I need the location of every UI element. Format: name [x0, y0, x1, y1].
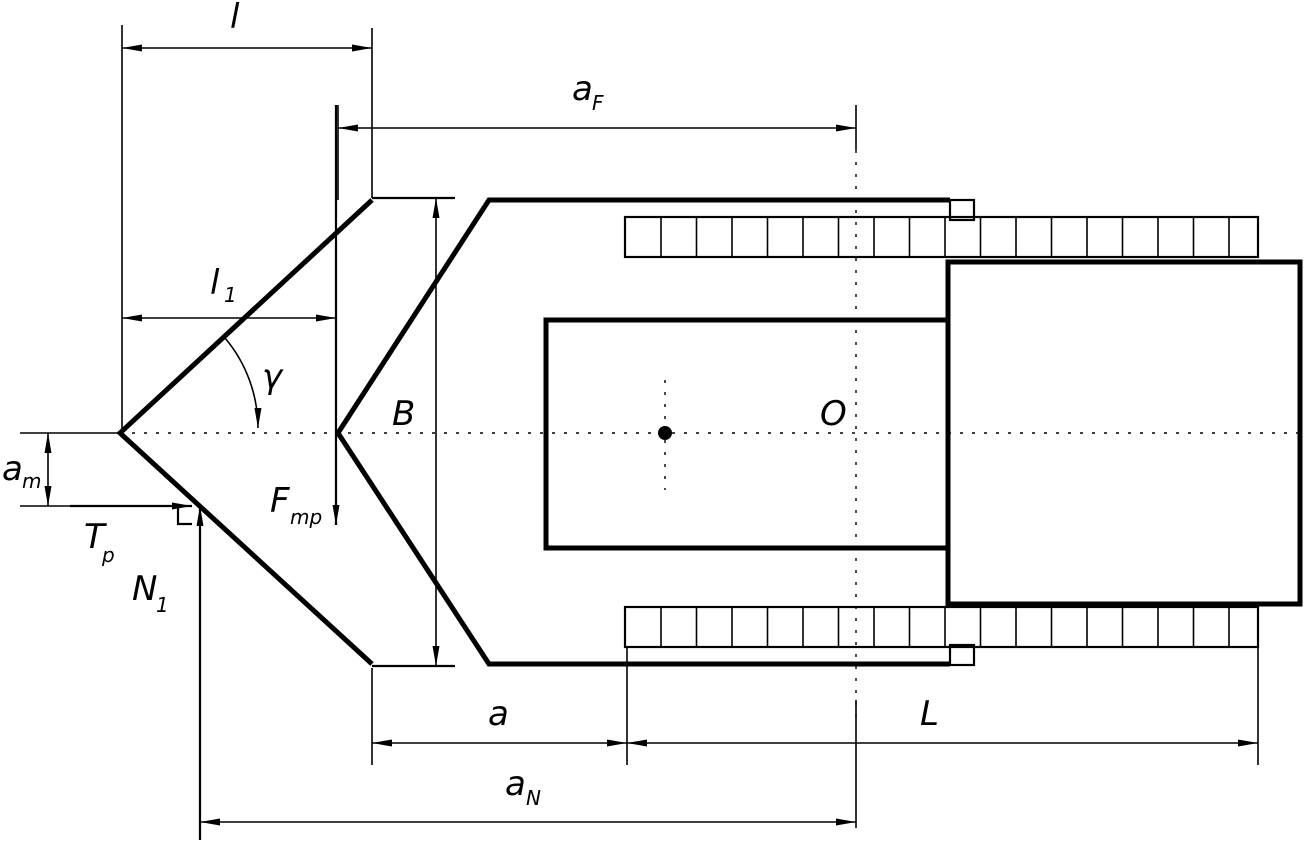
label-tp-subscript: p [101, 543, 115, 567]
label-af-subscript: F [592, 91, 604, 115]
right-angle-mark [176, 508, 192, 526]
label-an-subscript: N [526, 786, 541, 810]
label-a: a [488, 694, 509, 734]
label-af: a [572, 69, 593, 109]
label-L: L [920, 694, 939, 734]
push-frame [543, 317, 950, 551]
label-fmp-subscript: mp [290, 505, 322, 529]
track-lower [623, 605, 1260, 649]
label-an: a [505, 764, 526, 804]
label-n1-subscript: 1 [156, 593, 169, 617]
label-b: B [392, 394, 415, 434]
pivot-point [658, 426, 672, 440]
angle-gamma-arc [224, 337, 262, 429]
label-o: O [820, 394, 847, 434]
tractor-body [945, 259, 1303, 607]
label-l: l [230, 0, 240, 37]
label-l1: l [210, 263, 220, 303]
blade-inner-frame [335, 197, 950, 667]
label-gamma: γ [262, 357, 284, 397]
label-am-subscript: m [22, 469, 41, 493]
label-fmp: F [270, 481, 290, 521]
label-am: a [2, 449, 23, 489]
label-l1-subscript: 1 [224, 283, 237, 307]
frame-bottom-corner [948, 643, 976, 667]
frame-top-corner [948, 198, 976, 222]
track-upper [623, 215, 1260, 259]
label-tp: T [84, 517, 107, 557]
label-n1: N [132, 569, 157, 609]
